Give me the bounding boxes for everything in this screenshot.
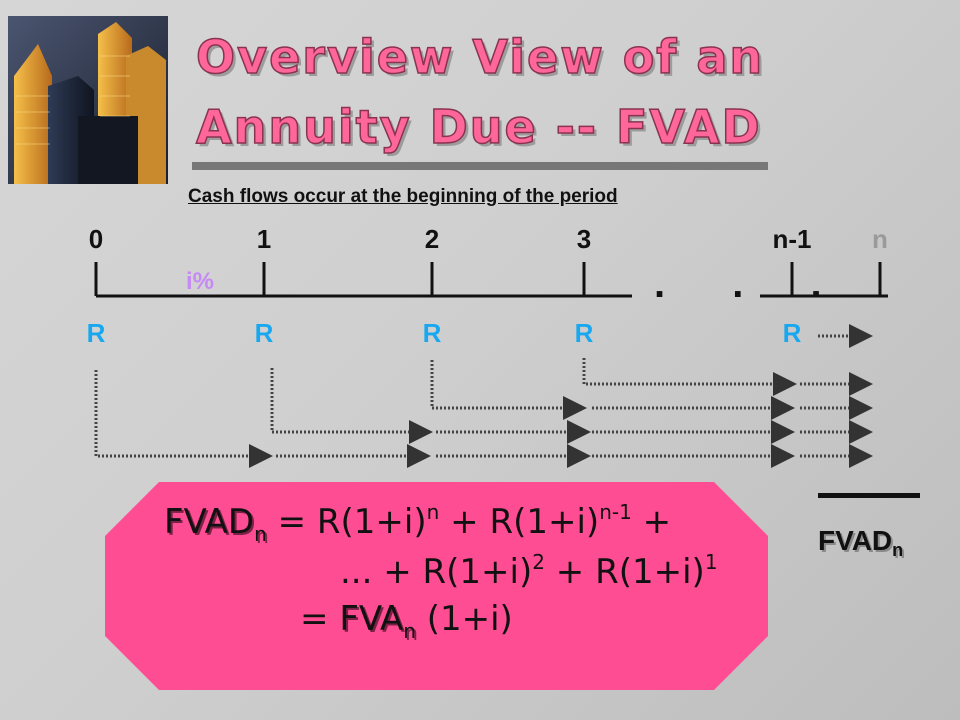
tick-label-1: 1 — [256, 224, 272, 254]
interest-rate-label: i% — [186, 268, 215, 295]
tick-label-n: n — [872, 224, 888, 254]
flow-arrow-r2-a — [270, 368, 433, 444]
result-label: FVADn — [818, 525, 904, 560]
payment-label-n-1: R — [782, 318, 802, 348]
formula-lhs: FVADn — [164, 502, 267, 546]
tick-label-2: 2 — [424, 224, 440, 254]
skyscraper-photo — [8, 16, 168, 184]
flow-arrow-r4-a — [582, 358, 797, 396]
payment-label-0: R — [86, 318, 106, 348]
flow-arrow-r1-a — [94, 370, 273, 468]
flow-arrow-r3-a — [430, 360, 587, 420]
tick-label-n-1: n-1 — [772, 224, 812, 254]
formula-box — [105, 482, 768, 690]
title-line-2: Annuity Due -- FVAD — [195, 100, 762, 154]
formula-line-2: ... + R(1+i)2 + R(1+i)1 — [340, 550, 718, 592]
formula-fva: FVAn — [339, 599, 416, 643]
title-line-1: Overview View of an — [195, 30, 765, 84]
subtitle: Cash flows occur at the beginning of the… — [188, 186, 618, 207]
payment-label-2: R — [422, 318, 442, 348]
tick-label-0: 0 — [88, 224, 104, 254]
payment-label-3: R — [574, 318, 594, 348]
payment-label-1: R — [254, 318, 274, 348]
timeline-ellipsis: . . . — [654, 262, 850, 306]
formula-line-3: = FVAn (1+i) — [300, 599, 513, 643]
result-underline — [818, 493, 920, 498]
tick-label-3: 3 — [576, 224, 592, 254]
formula-line-1: FVADn = R(1+i)n + R(1+i)n-1 + — [164, 500, 672, 546]
title-divider — [192, 162, 768, 170]
